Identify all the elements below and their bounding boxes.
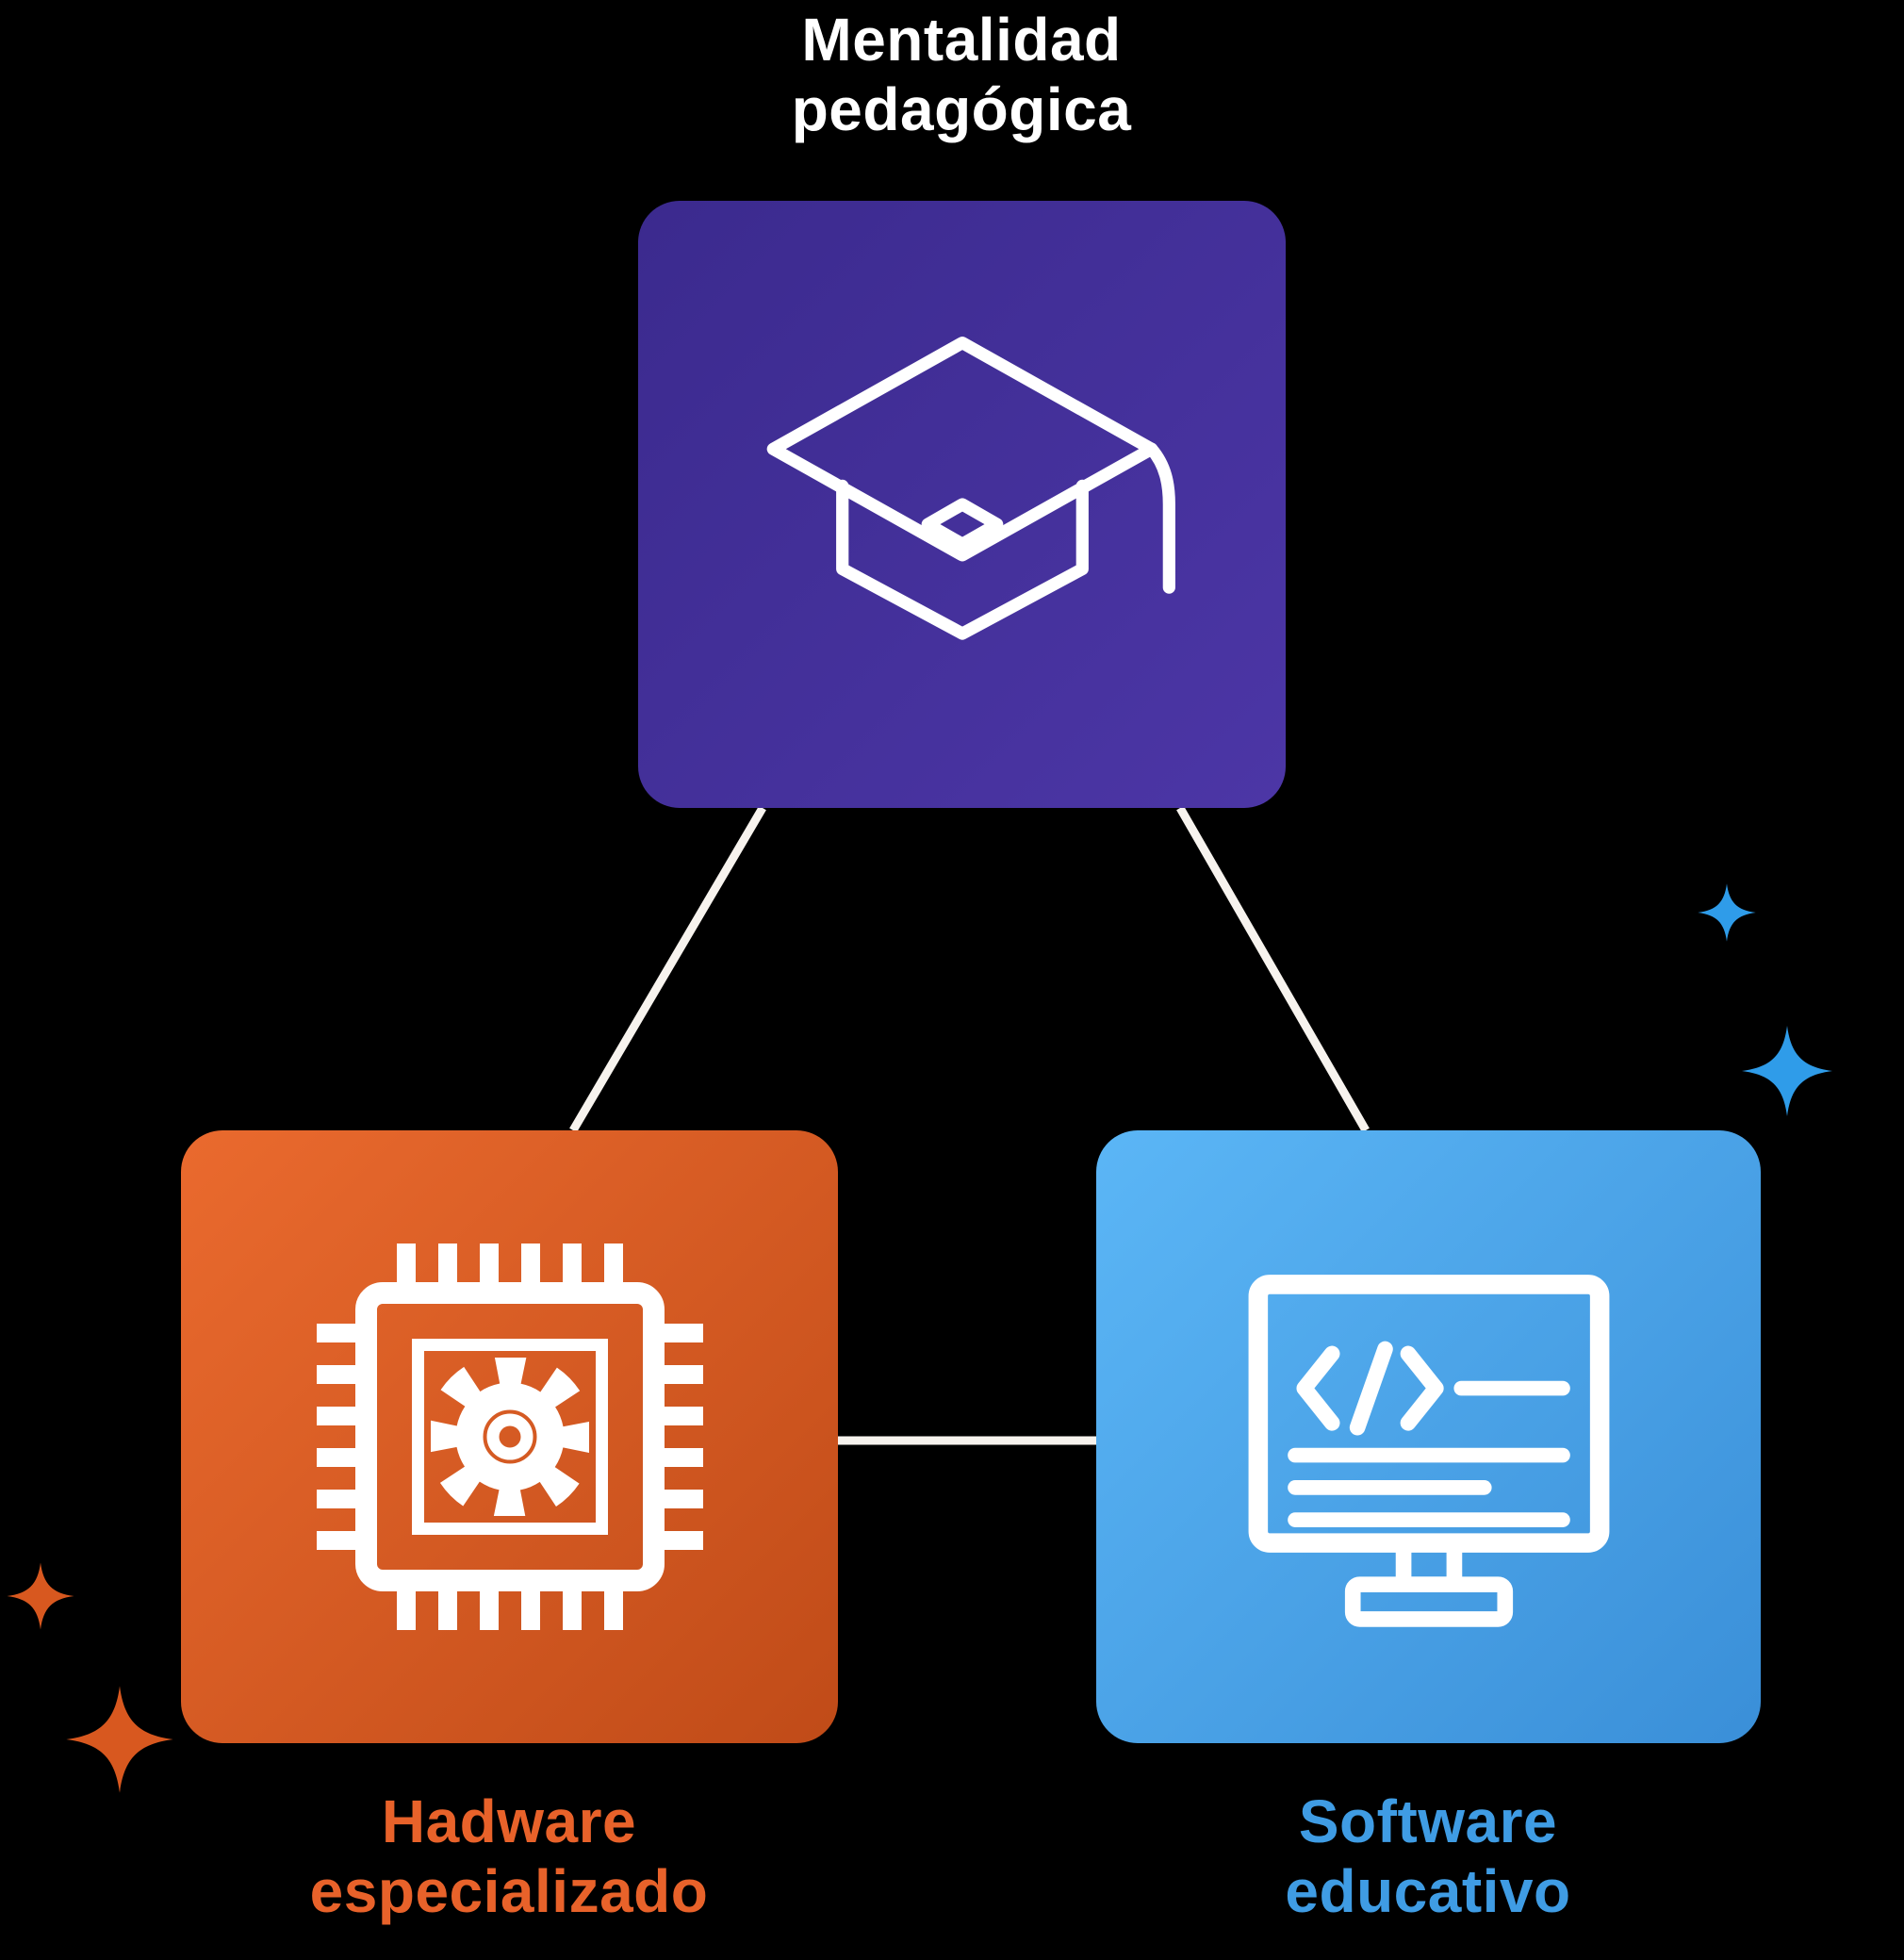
cpu-chip-gear-icon bbox=[316, 1244, 703, 1630]
sparkle-shape bbox=[1698, 883, 1756, 942]
node-pedagogy bbox=[638, 201, 1286, 808]
label-mentalidad-pedagogica: Mentalidad pedagógica bbox=[584, 6, 1338, 144]
label-line-2: especializado bbox=[309, 1856, 709, 1925]
label-line-2: educativo bbox=[1285, 1856, 1571, 1925]
sparkle-icon bbox=[1742, 1026, 1832, 1116]
label-software-educativo: Software educativo bbox=[1051, 1787, 1805, 1926]
sparkle-icon bbox=[7, 1562, 74, 1630]
sparkle-shape bbox=[1742, 1026, 1832, 1116]
code-monitor-icon bbox=[1248, 1275, 1609, 1627]
sparkle-shape bbox=[66, 1686, 173, 1793]
label-line-2: pedagógica bbox=[791, 74, 1132, 143]
sparkle-icon bbox=[66, 1686, 173, 1793]
label-hadware-especializado: Hadware especializado bbox=[132, 1787, 886, 1926]
label-line-1: Mentalidad bbox=[801, 6, 1122, 74]
graduation-cap-icon bbox=[766, 337, 1175, 640]
label-line-1: Software bbox=[1298, 1787, 1558, 1855]
connector-pedagogy-hardware bbox=[569, 805, 766, 1133]
node-software bbox=[1096, 1130, 1761, 1743]
label-line-1: Hadware bbox=[381, 1787, 637, 1855]
sparkle-shape bbox=[7, 1562, 74, 1630]
sparkle-icon bbox=[1698, 883, 1756, 942]
connector-pedagogy-software bbox=[1176, 805, 1370, 1133]
node-hardware bbox=[181, 1130, 838, 1743]
